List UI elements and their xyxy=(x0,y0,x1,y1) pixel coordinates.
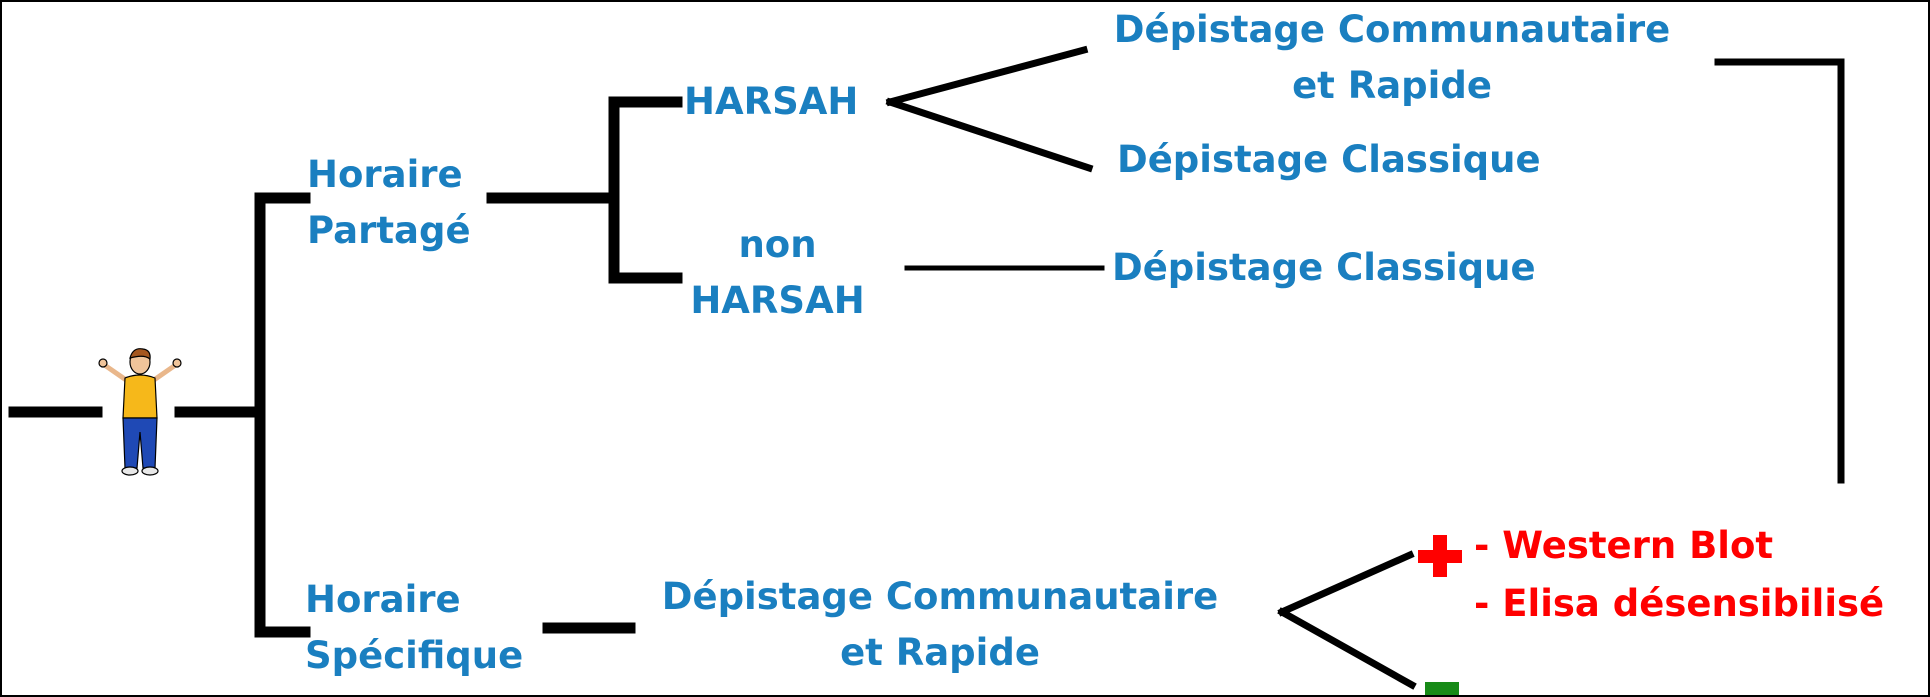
depistage-communautaire-top-line2: et Rapide xyxy=(1292,64,1492,107)
depistage-communautaire-top-line1: Dépistage Communautaire xyxy=(1113,8,1671,51)
horaire-partage-line1: Horaire xyxy=(307,153,463,196)
non-harsah-line2: HARSAH xyxy=(690,279,865,322)
depistage-classique-harsah: Dépistage Classique xyxy=(1117,138,1541,181)
horaire-specifique-label: Horaire Spécifique xyxy=(305,572,523,684)
plus-icon xyxy=(1418,535,1462,577)
depistage-communautaire-bottom-line1: Dépistage Communautaire xyxy=(661,575,1219,618)
horaire-partage-label: Horaire Partagé xyxy=(307,147,471,259)
depistage-classique-non-harsah: Dépistage Classique xyxy=(1112,246,1536,289)
non-harsah-line1: non xyxy=(738,223,817,266)
connector-harsah-bracket xyxy=(608,96,683,284)
horaire-specifique-line2: Spécifique xyxy=(305,634,524,677)
connector-result-lower xyxy=(1277,607,1417,690)
person-icon xyxy=(97,342,183,478)
harsah-label: HARSAH xyxy=(684,80,859,123)
minus-icon xyxy=(1425,682,1459,695)
connector-result-upper xyxy=(1277,550,1415,617)
connector-harsah-lower xyxy=(885,97,1094,173)
depistage-communautaire-bottom-line2: et Rapide xyxy=(840,631,1040,674)
non-harsah-label: non HARSAH xyxy=(670,217,885,329)
connector-harsah-upper xyxy=(885,45,1089,107)
connector-return-bracket xyxy=(1714,58,1845,484)
horaire-partage-line2: Partagé xyxy=(307,209,471,252)
horaire-specifique-line1: Horaire xyxy=(305,578,461,621)
elisa-label: - Elisa désensibilisé xyxy=(1474,582,1885,625)
depistage-communautaire-top: Dépistage Communautaire et Rapide xyxy=(1092,2,1692,114)
western-blot-label: - Western Blot xyxy=(1474,524,1774,567)
connector-main-bracket xyxy=(254,192,311,638)
depistage-communautaire-bottom: Dépistage Communautaire et Rapide xyxy=(640,569,1240,681)
